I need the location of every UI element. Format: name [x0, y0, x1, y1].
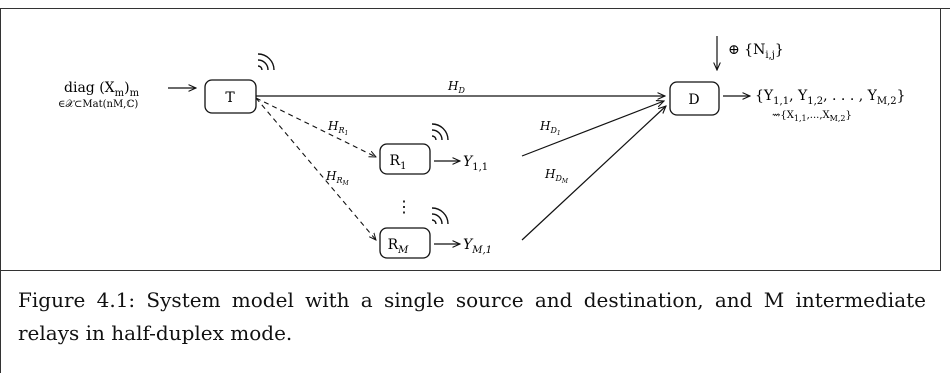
link-t-r1 [255, 97, 376, 157]
relay-m-antenna-icon [431, 207, 449, 225]
noise-label: ⊕ {Ni,j} [728, 42, 784, 61]
destination-node [669, 81, 720, 116]
relay-1-output-label: Y1,1 [463, 154, 488, 173]
relay-1-antenna-icon [431, 123, 449, 141]
link-r1-d-label: HD1 [539, 119, 561, 137]
transmitter-label: T [225, 90, 235, 106]
input-label: diag (Xm)m [64, 80, 140, 99]
figure-frame-divider [0, 270, 941, 271]
link-t-rm-label: HRM [325, 169, 350, 187]
link-t-r1-label: HR1 [327, 119, 348, 137]
output-sub-label: ⇝{X1,1,...,XM,2} [772, 110, 852, 123]
relay-m-label: RM [388, 237, 410, 256]
direct-link-label: HD [447, 79, 465, 95]
relay-m-node [379, 227, 431, 259]
link-rm-d-label: HDM [544, 167, 569, 185]
relay-1-node [379, 143, 431, 175]
figure-frame-right [940, 8, 941, 270]
transmitter-antenna-icon [257, 53, 275, 71]
relay-m-output-label: YM,1 [463, 237, 492, 256]
link-t-rm [255, 97, 376, 240]
relay-1-label: R1 [390, 153, 407, 172]
output-label: {Y1,1, Y1,2, . . . , YM,2} [755, 88, 906, 107]
figure-caption: Figure 4.1: System model with a single s… [18, 288, 926, 345]
figure-frame-top [0, 8, 950, 9]
destination-label: D [688, 92, 699, 108]
input-constraint: ∈𝒳⊂Mat(nM,ℂ) [58, 99, 138, 110]
link-rm-d [521, 106, 666, 241]
relay-ellipsis: ⋮ [396, 197, 412, 216]
link-r1-d [521, 101, 664, 157]
figure-frame-left [0, 8, 1, 373]
